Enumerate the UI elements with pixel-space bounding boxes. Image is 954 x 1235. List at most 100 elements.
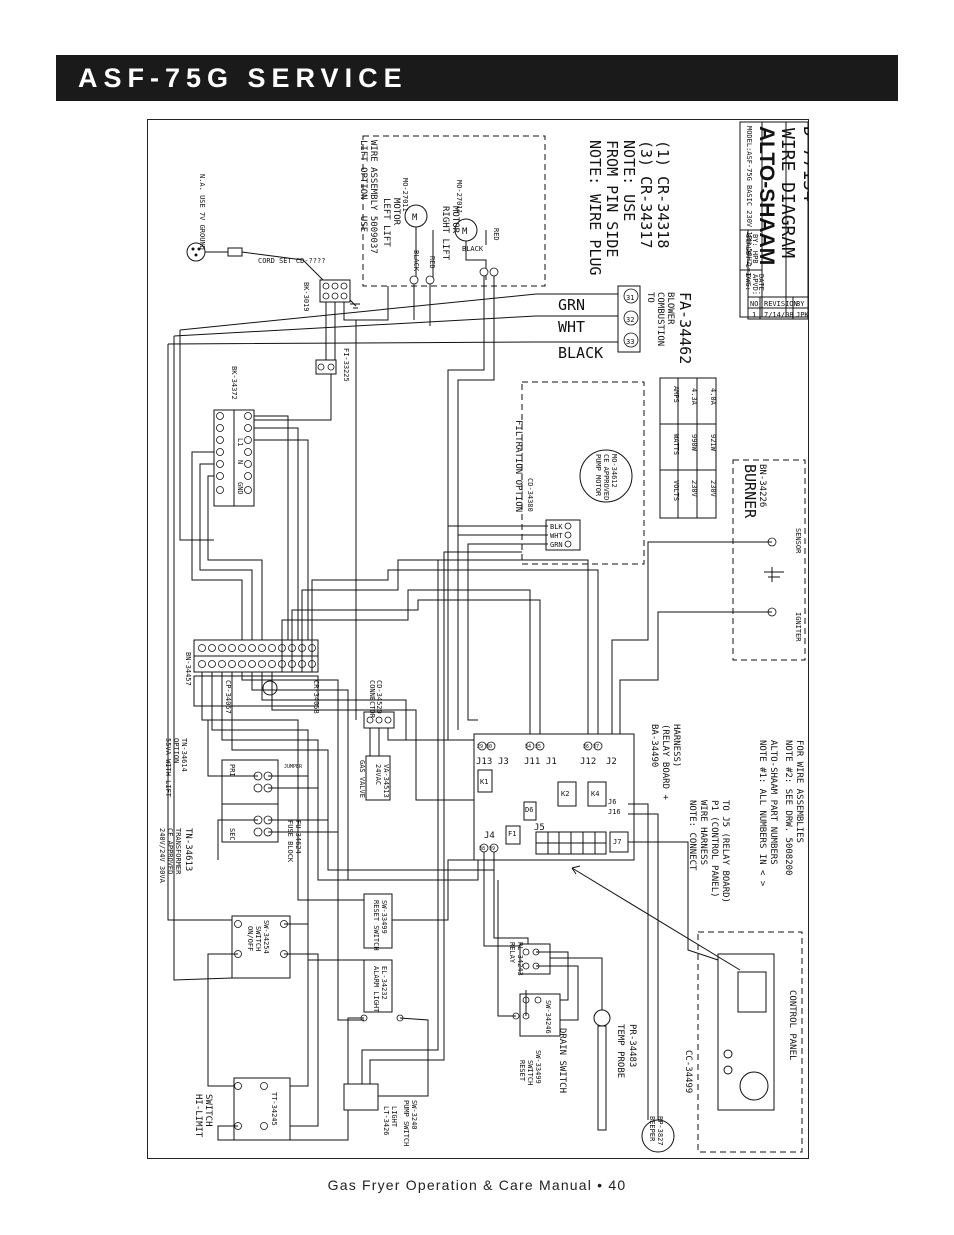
rb-j12: J12 <box>580 757 596 767</box>
temp-probe-icon <box>593 1009 611 1027</box>
connect-notes: NOTE: CONNECT WIRE HARNESS P1 (CONTROL P… <box>571 740 804 971</box>
note-1b: ALTO-SHAAM PART NUMBERS <box>768 740 778 865</box>
alarm-light-part: EL-34232 <box>380 966 388 1000</box>
hi-limit-switch: TT-34245 HI-LIMIT SWITCH <box>193 1077 291 1141</box>
lift-title: LIFT OPTION - USE <box>358 140 368 232</box>
note-connect-1: NOTE: CONNECT <box>687 800 697 871</box>
reset2-label-2: SWITCH <box>526 1060 534 1085</box>
lift-title-2: WIRE ASSEMBLY 5009037 <box>368 140 378 254</box>
rb-terminal-30: 30 <box>486 744 492 750</box>
temp-probe-label: TEMP PROBE <box>615 1024 625 1078</box>
revision-table: NO REVISION BY 1 7/14/08 JPK <box>747 296 809 320</box>
rb-terminal-38: 38 <box>479 846 485 852</box>
filtration-option: FILTRATION OPTION CD-34380 BLK WHT GRN P… <box>513 377 717 565</box>
note-connect-3: P1 (CONTROL PANEL) <box>709 800 719 898</box>
rb-d6: D6 <box>525 806 533 814</box>
pump-switch-part: SW-3240 <box>410 1100 418 1130</box>
transformer: 240V/24V 30VA CE APPROVED TRANSFORMER TN… <box>158 738 303 884</box>
plug-note-line5: (1) CR-34318 <box>654 140 672 248</box>
left-motor-label: LEFT LIFT <box>381 198 391 247</box>
reset-switch-label: RESET SWITCH <box>372 900 380 951</box>
cord-set-label: CORD SET CD-???? <box>258 257 325 265</box>
strip-part: BN-34457 <box>184 652 192 686</box>
transformer-part: TN-34613 <box>183 828 193 871</box>
scale-label: SCALE: 1=1 <box>744 234 752 276</box>
fuse-label: FI-33225 <box>342 348 350 382</box>
right-motor-label: RIGHT LIFT <box>440 206 450 261</box>
pump-a2: 4.0A <box>709 388 717 406</box>
note-2b: FOR WIRE ASSEMBLIES <box>794 740 804 843</box>
note-connect-2: WIRE HARNESS <box>698 800 708 865</box>
drain-switch-label: DRAIN SWITCH <box>557 1028 567 1093</box>
relay-board-part: BA-34490 <box>649 724 659 767</box>
hi-limit-label-2: SWITCH <box>203 1094 213 1127</box>
plug-note-line3: NOTE: USE <box>620 140 638 221</box>
rev-by-header: BY <box>796 300 805 308</box>
transformer-jumper: JUMPER <box>284 764 303 770</box>
right-black-wire-label: BLACK <box>462 245 484 253</box>
left-motor-part: MO-27011 <box>401 178 409 212</box>
transformer-lift2: OPTION <box>172 738 180 763</box>
plug-note-line4: (3) CR-34317 <box>637 140 655 248</box>
hi-limit-part: TT-34245 <box>270 1092 278 1126</box>
lift-option: LIFT OPTION - USE WIRE ASSEMBLY 5009037 … <box>358 135 546 287</box>
pump-motor-label: PUMP MOTOR <box>594 454 602 497</box>
control-cable-label: CC-34499 <box>683 1050 693 1093</box>
fuse-block-label: FUSE BLOCK <box>286 820 294 863</box>
rb-j7: J7 <box>613 838 621 846</box>
page-header: ASF-75G SERVICE <box>56 55 898 101</box>
burner-ground-icon <box>764 567 784 582</box>
model-label: MODEL:ASF-75G BASIC 230V 1PH 50HZ <box>745 126 753 265</box>
rev-no-header: NO <box>750 300 758 308</box>
transformer-lift3: TN-34614 <box>180 738 188 772</box>
terminal-n: N <box>236 460 244 464</box>
relay: RELAY RL-34243 <box>508 942 551 976</box>
pump-w1: 990W <box>690 434 698 452</box>
gas-valve-voltage: 24VAC <box>374 764 382 785</box>
terminal-l1: L1 <box>236 438 244 446</box>
dwg-label: DWG: <box>744 274 752 291</box>
blower-to: TO <box>645 292 655 303</box>
burner-title: BURNER <box>741 464 759 519</box>
transformer-desc2: CE APPROVED <box>166 828 174 874</box>
rb-j13: J13 <box>476 757 492 767</box>
filtration-blk: BLK <box>550 523 563 531</box>
rb-terminal-29: 29 <box>477 744 483 750</box>
rb-k1: K1 <box>480 778 488 786</box>
blower-blower: BLOWER <box>665 292 675 325</box>
control-panel-label: CONTROL PANEL <box>787 990 797 1060</box>
rev-by: JPK <box>796 311 809 319</box>
terminal-block-part: BK-34372 <box>230 366 238 400</box>
rb-terminal-35: 35 <box>535 744 541 750</box>
drawing-number: D-77154 <box>799 126 809 202</box>
light-label: LT-3426 <box>382 1106 390 1136</box>
drain-switch: SW-34246 DRAIN SWITCH <box>519 993 567 1093</box>
note-2: NOTE #2: SEE DRW. 5008200 <box>783 740 793 875</box>
filtration-title: FILTRATION OPTION <box>513 420 523 512</box>
transformer-sec: SEC <box>228 828 236 841</box>
reset-switch-2: RESET SWITCH SW-33499 <box>512 1012 542 1085</box>
filtration-cd: CD-34380 <box>526 478 534 512</box>
pump-switch: LT-3426 LIGHT PUMP SWITCH SW-3240 <box>343 1083 418 1146</box>
rb-j3: J3 <box>498 757 509 767</box>
brand-logo: ALTO-SHAAM <box>755 126 778 265</box>
left-red-wire-label: RED <box>428 256 436 269</box>
note-1: NOTE #1: ALL NUMBERS IN < > <box>757 740 767 887</box>
relay-label: RELAY <box>508 942 516 964</box>
reset-switch: RESET SWITCH SW-33499 <box>363 893 393 951</box>
connector-label: CONNECTOR <box>368 680 376 719</box>
light-label-2: LIGHT <box>390 1106 398 1128</box>
temp-probe: TEMP PROBE PR-34483 <box>593 1009 637 1131</box>
rb-j5: J5 <box>534 823 545 833</box>
ground-icon <box>349 299 360 309</box>
reset-switch-part: SW-33499 <box>380 900 388 934</box>
plug-notes: NOTE: WIRE PLUG FROM PIN SIDE NOTE: USE … <box>586 140 672 275</box>
right-motor-m: M <box>462 227 468 237</box>
beeper-label: BEEPER <box>648 1116 656 1142</box>
blower-terminal-33: 33 <box>626 338 634 346</box>
relay-board-desc2: HARNESS) <box>671 724 681 767</box>
pump-v2: 230V <box>709 480 717 498</box>
right-motor-label-2: MOTOR <box>450 206 460 234</box>
blower-combustion: COMBUSTION <box>655 292 665 346</box>
strip-cr: CR-34058 <box>312 680 320 714</box>
